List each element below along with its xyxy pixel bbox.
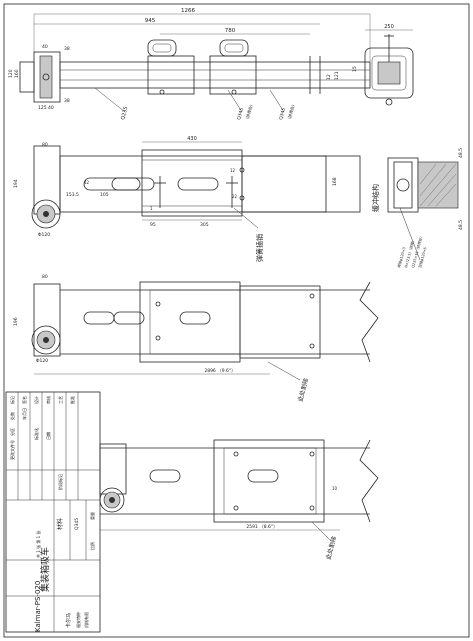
tb-sheet-info: 共 1 张 第 1 张 [35, 531, 41, 558]
callout-q235: Q235 [120, 106, 129, 121]
dim-160: 160 [14, 69, 20, 78]
tb-date: 日期 [45, 432, 51, 440]
dim-120: 120 [8, 69, 14, 78]
tb-role-2: 工艺 [58, 396, 63, 404]
mid1-slot-2 [111, 177, 155, 191]
dim-42: 42 [84, 180, 90, 185]
tb-row-1: 处数 [9, 412, 15, 420]
tb-row-0: 标记 [9, 396, 15, 404]
dim-40b: 40 [48, 105, 54, 111]
dim-2591: 2591 （8.6°） [246, 524, 277, 530]
dim-phi120: Φ120 [38, 232, 50, 238]
mid1-slot-1 [83, 177, 141, 191]
dim-105: 105 [100, 192, 109, 198]
dim-80: 80 [42, 142, 48, 148]
dim-15: 15 [352, 66, 358, 72]
mid2-slide-plate [139, 281, 241, 363]
dim-2896: 2896 （9.6°） [204, 368, 235, 374]
dim-10: 10 [332, 486, 338, 491]
callout-cushion: 缓冲结构 [371, 184, 380, 212]
dim2-80: 80 [42, 274, 48, 280]
dim-12b: 12 [230, 168, 236, 173]
dim-38a: 38 [64, 46, 70, 52]
dim2-196: 196 [13, 317, 19, 326]
bottom-view: 2591 （8.6°） 10 此处割除 [99, 439, 379, 561]
dim-1: 1 [150, 206, 153, 211]
mid1-slot-3 [177, 177, 219, 191]
tb-material: 材料 [56, 518, 64, 530]
dim-40a: 40 [42, 44, 48, 50]
tb-weight: 重量 [89, 512, 95, 520]
tb-drawing-no: Kalmar-PS-020 [34, 581, 42, 632]
mid-view-1: 430 80 42 153.5 105 194 95 305 12 22 1 1… [13, 136, 361, 262]
cushion-detail: 缓冲结构 48.5 48.5 焊接φ120×3 N×(23.5)（拼焊） Q23… [371, 148, 464, 268]
title-block: 标记 处数 分区 更改文件号 签名 年月日 设计 审核 工艺 批准 标准化 日期… [5, 391, 101, 633]
tb-std: 标准化 [33, 428, 39, 440]
tb-role-3: 批准 [69, 396, 75, 404]
mid2-wheel [31, 325, 61, 355]
callout-q345b-note: （拼焊处） [285, 101, 296, 122]
tb-row-3: 更改文件号 [9, 440, 15, 460]
lifting-loop-right [219, 39, 249, 57]
callout-q345-note: （拼焊处） [243, 101, 254, 122]
side-note-1: 焊接φ120×3 [396, 247, 406, 269]
callout-q345b: Q345 [278, 107, 287, 120]
dim-153: 153.5 [66, 192, 79, 198]
side-note-4: 铰接φ120×6 [417, 247, 427, 269]
tb-company-1: 卡尔马 [65, 613, 72, 628]
callout-cut-1: 此处割除 [296, 377, 310, 402]
dim-430: 430 [187, 136, 197, 142]
dim-945: 945 [145, 18, 156, 24]
bottom-slide-plate [213, 439, 325, 523]
tb-row-2: 分区 [9, 428, 15, 436]
callout-spring-pin: 弹簧插销 [255, 234, 264, 262]
lifting-loop-left [147, 39, 177, 57]
callout-q345: Q345 [236, 107, 245, 120]
dim-780: 780 [225, 28, 236, 34]
dim-48a: 48.5 [458, 148, 464, 158]
tb-title: 集装箱吸车 [39, 547, 51, 592]
top-view: 1266 945 780 40 38 120 160 38 125 40 12 … [8, 8, 371, 122]
tb-role-0: 设计 [33, 396, 39, 404]
dim-95: 95 [150, 222, 156, 228]
tb-company-3: 机械有限 [83, 612, 89, 628]
tb-company-2: 福安特种 [75, 612, 81, 628]
mid1-end-plate [241, 155, 327, 213]
dim-121: 121 [334, 71, 340, 80]
dim-38b: 38 [64, 98, 70, 104]
dim2-phi120: Φ120 [36, 358, 48, 364]
mid2-end-plate [239, 285, 321, 359]
dim-194: 194 [13, 179, 19, 188]
dim-12a: 12 [326, 74, 332, 80]
tb-row-4: 签名 [21, 396, 27, 404]
tb-row-5: 年月日 [21, 408, 27, 420]
top-beam [59, 61, 371, 89]
mid1-wheel [31, 199, 61, 229]
dim-250: 250 [384, 24, 394, 30]
drawing-border [3, 3, 470, 638]
callout-cut-2: 此处割除 [324, 535, 338, 560]
cross-section-view: 250 15 [352, 24, 414, 106]
mid-view-2: 80 196 Φ120 2896 （9.6°） 此处割除 [13, 274, 379, 403]
dim-22: 22 [232, 194, 238, 199]
tb-scale: 比例 [89, 542, 95, 550]
dim-168: 168 [332, 177, 338, 186]
tb-mat-value: Q345 [74, 518, 80, 530]
dim-305: 305 [200, 222, 209, 228]
dim-48b: 48.5 [458, 220, 464, 230]
tb-stage: 阶段标记 [57, 474, 63, 490]
dim-125: 125 [38, 105, 47, 111]
dim-1266: 1266 [181, 8, 195, 14]
tb-role-1: 审核 [45, 396, 51, 404]
